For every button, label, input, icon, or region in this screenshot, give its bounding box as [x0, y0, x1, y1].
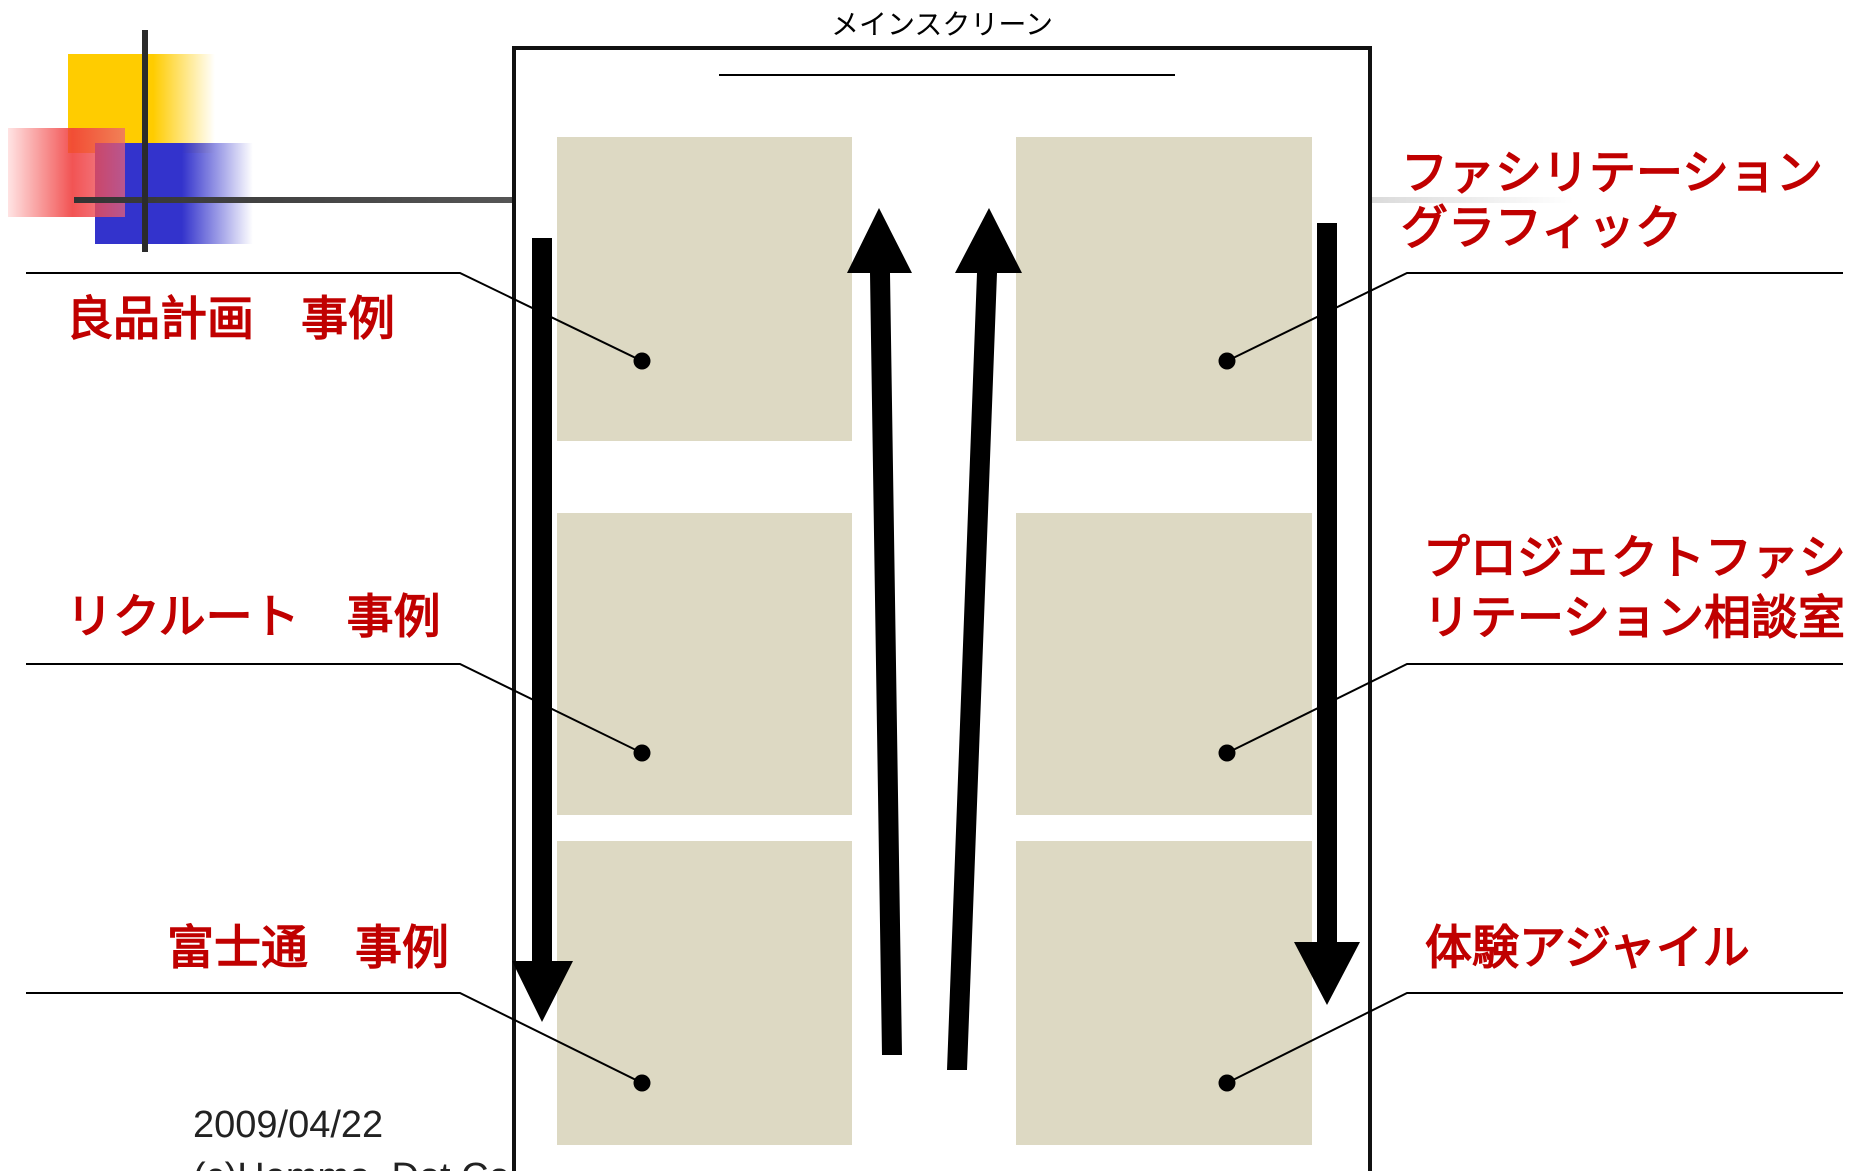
booth-label-right-2: プロジェクトファシ リテーション相談室 [1423, 529, 1846, 649]
slide-footer: 2009/04/22 (c)Hemma, Dot.Com [193, 1099, 553, 1171]
booth-marker-left-1 [633, 352, 651, 370]
booth-marker-left-3 [633, 1074, 651, 1092]
booth-right-1 [1016, 137, 1312, 441]
down-arrow-right [1294, 223, 1360, 1005]
leader-line-right-2 [1226, 663, 1843, 754]
leader-line-right-3 [1226, 992, 1843, 1084]
leader-line-left-3 [26, 992, 643, 1084]
booth-markers [633, 352, 1236, 1092]
booth-label-line: グラフィック [1401, 201, 1683, 256]
leader-lines [26, 272, 1843, 1084]
booth-marker-right-2 [1218, 744, 1236, 762]
main-screen-label: メインスクリーン [830, 8, 1054, 41]
booth-marker-right-1 [1218, 352, 1236, 370]
booth-label-left-2: リクルート 事例 [66, 590, 441, 645]
logo-vertical-line [142, 30, 148, 252]
booth-label-left-1: 良品計画 事例 [66, 292, 395, 347]
booth-marker-left-2 [633, 744, 651, 762]
booth-label-line: リテーション相談室 [1423, 591, 1846, 646]
leader-line-left-2 [26, 663, 643, 754]
leader-line-left-1 [26, 272, 643, 362]
footer-date: 2009/04/22 [193, 1104, 384, 1146]
booth-label-line: プロジェクトファシ [1423, 531, 1846, 586]
footer-copyright: (c)Hemma, Dot.Com [193, 1151, 553, 1171]
booth-label-line: 体験アジャイル [1425, 921, 1750, 976]
booth-marker-right-3 [1218, 1074, 1236, 1092]
up-arrow-center-right [947, 208, 1022, 1070]
booth-label-left-3: 富士通 事例 [167, 921, 449, 976]
booth-right-3 [1016, 841, 1312, 1145]
booth-left-2 [557, 513, 852, 815]
booth-label-line: ファシリテーション [1401, 146, 1824, 201]
down-arrow-left [512, 238, 573, 1022]
booth-left-1 [557, 137, 852, 441]
up-arrow-center-left [847, 208, 912, 1055]
main-screen-line [719, 74, 1175, 76]
leader-line-right-1 [1226, 272, 1843, 362]
booth-left-3 [557, 841, 852, 1145]
booth-right-2 [1016, 513, 1312, 815]
booth-label-right-1: ファシリテーション グラフィック [1401, 146, 1823, 256]
booth-label-right-3: 体験アジャイル [1425, 921, 1750, 976]
flow-arrows [512, 208, 1360, 1070]
